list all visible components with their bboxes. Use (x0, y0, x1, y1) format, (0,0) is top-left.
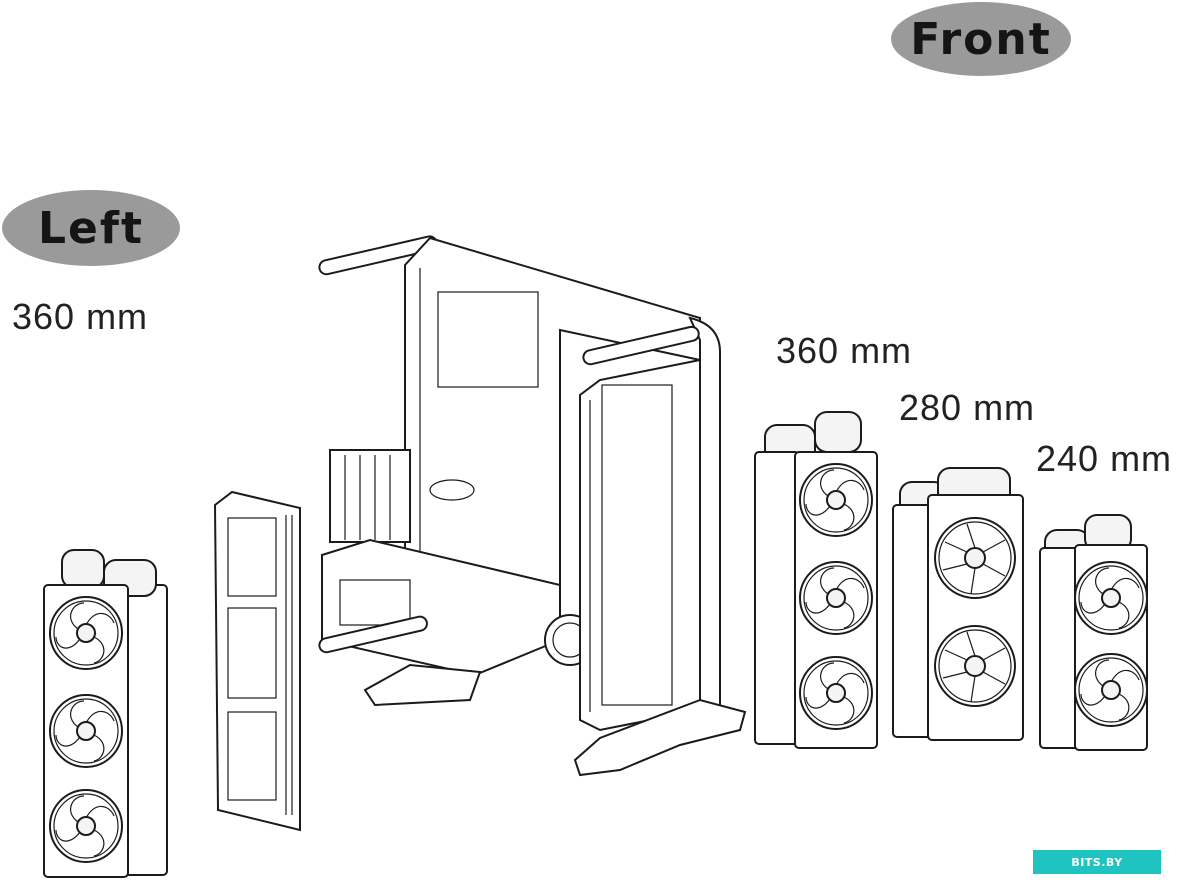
front-radiator-360 (754, 411, 878, 749)
front-view-badge: Front (891, 2, 1071, 76)
left-view-badge: Left (2, 190, 180, 266)
left-radiator-360 (43, 549, 168, 878)
left-radiator-size-label: 360 mm (12, 296, 149, 337)
front-radiator-280-label: 280 mm (899, 387, 1036, 428)
chassis (318, 235, 747, 777)
watermark: BITS.BY (1033, 850, 1161, 874)
front-radiator-360-label: 360 mm (776, 330, 913, 371)
front-radiator-240-label: 240 mm (1036, 438, 1173, 479)
side-bracket (213, 490, 301, 832)
front-radiator-280 (892, 467, 1024, 741)
front-radiator-240 (1039, 514, 1148, 751)
